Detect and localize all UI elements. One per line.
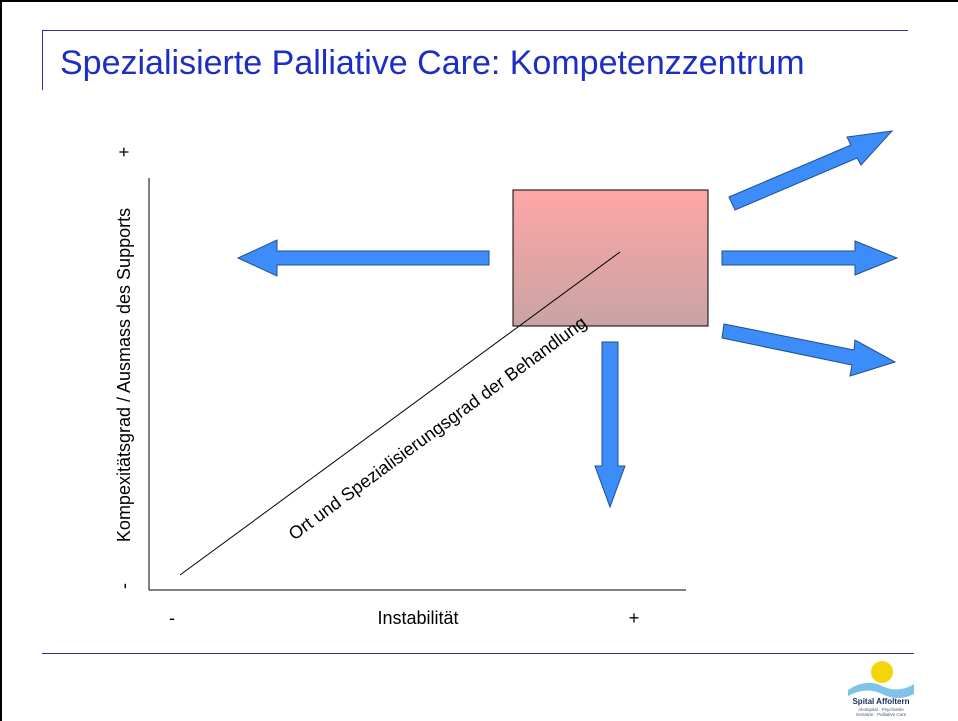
- y-axis-plus: +: [114, 147, 134, 158]
- arrow-down-right: [721, 323, 897, 377]
- logo-sun-icon: [871, 661, 893, 683]
- y-axis-label: Kompexitätsgrad / Ausmass des Supports: [114, 208, 134, 542]
- y-axis-minus: -: [114, 583, 134, 589]
- arrow-down: [594, 341, 626, 509]
- logo-subtitle-line2: Geriatrie · Palliative Care: [855, 712, 907, 717]
- diagonal-label: Ort und Spezialisierungsgrad der Behandl…: [285, 312, 590, 544]
- arrow-left: [236, 239, 490, 277]
- logo-wave-icon: [848, 682, 914, 698]
- x-axis-plus: +: [629, 608, 640, 628]
- arrow-up-right: [728, 130, 894, 211]
- diagonal-line: [179, 251, 621, 576]
- footer-rule: [42, 653, 914, 654]
- arrow-right: [721, 240, 899, 276]
- competence-center-box: [512, 189, 709, 327]
- logo-subtitle: Akutspital · Psychiatrie Geriatrie · Pal…: [836, 707, 926, 717]
- spital-affoltern-logo: [848, 661, 914, 698]
- logo-subtitle-line1: Akutspital · Psychiatrie: [858, 707, 904, 712]
- x-axis-minus: -: [169, 608, 175, 628]
- slide-title: Spezialisierte Palliative Care: Kompeten…: [60, 44, 805, 82]
- x-axis-label: Instabilität: [377, 608, 458, 628]
- slide-frame-left: [0, 0, 2, 721]
- title-rule-horizontal: [42, 30, 908, 31]
- slide-frame-top: [0, 0, 958, 2]
- title-rule-vertical: [42, 30, 43, 90]
- logo-name: Spital Affoltern: [852, 697, 910, 706]
